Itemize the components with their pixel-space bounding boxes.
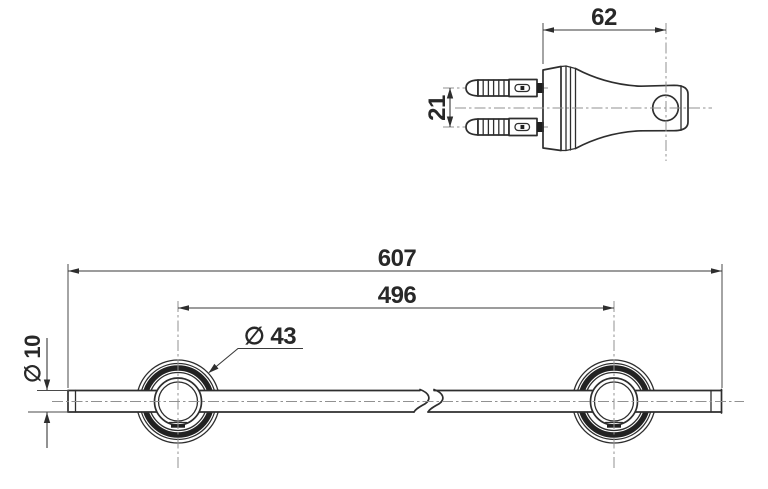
dim-43-label: ∅ 43 xyxy=(244,323,296,350)
dim-21-label: 21 xyxy=(424,95,451,121)
wall-anchor-screw-bottom xyxy=(465,117,545,137)
dimension-overall-length: 607 xyxy=(67,245,723,388)
dim-496-label: 496 xyxy=(378,282,417,309)
wall-anchor-screw-top xyxy=(465,78,545,98)
wall-bracket-side-view: 62 21 xyxy=(424,4,712,161)
towel-bar-front-view: 607 496 ∅ 43 ∅ 10 xyxy=(20,245,744,471)
dimension-post-center-distance: 496 xyxy=(178,282,614,311)
dim-62-label: 62 xyxy=(591,4,617,31)
dim-10-label: ∅ 10 xyxy=(20,335,45,383)
break-symbol xyxy=(413,388,430,413)
dimension-screw-spacing: 21 xyxy=(424,88,454,127)
dimension-bar-diameter: ∅ 10 xyxy=(20,335,69,448)
dimension-bracket-depth: 62 xyxy=(542,4,666,64)
dimension-flange-diameter: ∅ 43 xyxy=(208,323,303,373)
dim-607-label: 607 xyxy=(378,245,417,272)
